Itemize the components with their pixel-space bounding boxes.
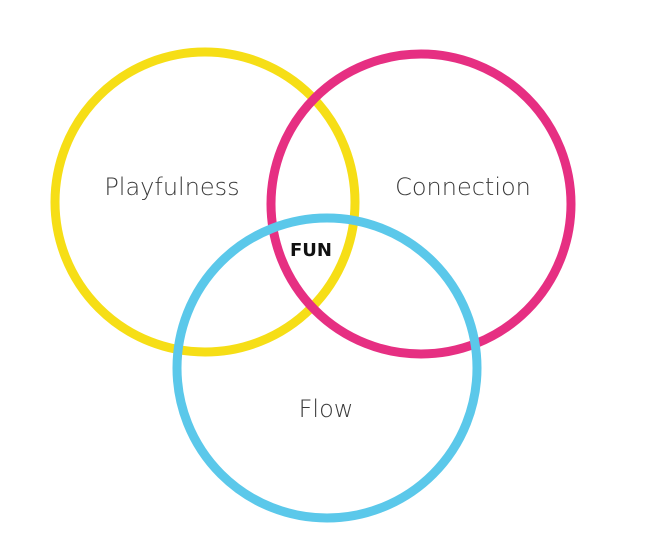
label-playfulness: Playfulness	[104, 173, 239, 201]
circle-playfulness	[50, 47, 360, 357]
circle-flow	[172, 213, 482, 523]
label-intersection: FUN	[290, 240, 332, 261]
label-flow: Flow	[299, 395, 354, 423]
label-connection: Connection	[395, 173, 531, 201]
circle-connection	[266, 49, 576, 359]
